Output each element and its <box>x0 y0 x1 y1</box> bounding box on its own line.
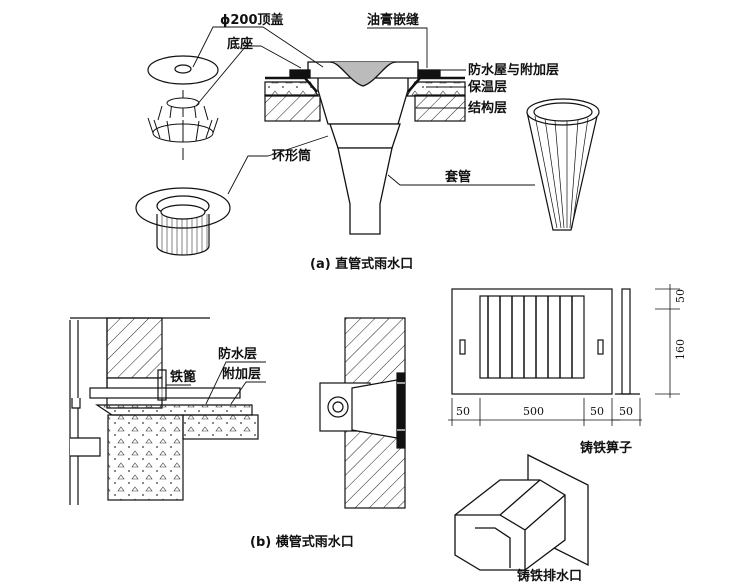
additional-layer-b-label: 附加层 <box>222 366 261 382</box>
grate-dimension-labels: 50 500 50 50 50 160 铸铁箅子 <box>456 289 687 456</box>
waterproof-layer-a-label: 防水屋与附加层 <box>468 62 559 78</box>
caption-a: (a) 直管式雨水口 <box>310 256 413 272</box>
dim-middle: 500 <box>523 405 544 418</box>
dim-height: 160 <box>674 339 687 360</box>
iron-grate-b-label: 铁篦 <box>169 369 196 385</box>
labels-a: ϕ200顶盖 油膏嵌缝 底座 防水屋与附加层 保温层 结构层 环形筒 套管 (a… <box>220 12 559 272</box>
sleeve-label: 套管 <box>444 169 471 185</box>
leaders-b <box>166 361 266 405</box>
cast-iron-outlet-label: 铸铁排水口 <box>517 568 582 584</box>
dim-right: 50 <box>590 405 604 418</box>
outlet-wall-section <box>319 317 406 509</box>
dim-side: 50 <box>619 405 633 418</box>
ring-cylinder-part <box>135 187 231 256</box>
wall-roof-section-b <box>69 317 259 505</box>
cast-iron-outlet-drawing <box>454 453 589 571</box>
base-grate-part <box>147 90 219 160</box>
drain-body-a <box>289 61 441 235</box>
waterproof-layer-b-label: 防水层 <box>218 346 257 362</box>
putty-joint-label: 油膏嵌缝 <box>367 12 419 28</box>
dim-top: 50 <box>674 289 687 303</box>
caption-b: (b) 横管式雨水口 <box>250 534 354 550</box>
insulation-layer-label: 保温层 <box>467 79 507 95</box>
grate-dimensions <box>448 284 680 426</box>
cast-iron-grate-drawing <box>451 288 640 395</box>
leaders-a <box>192 26 535 195</box>
cover-label: ϕ200顶盖 <box>220 12 284 28</box>
sleeve-cone-part <box>526 98 600 231</box>
cast-iron-grate-label: 铸铁箅子 <box>580 440 632 456</box>
roof-section-a <box>264 76 466 122</box>
dim-left: 50 <box>456 405 470 418</box>
cover-part <box>147 55 219 85</box>
ring-cylinder-label: 环形筒 <box>272 148 311 164</box>
structural-layer-label: 结构层 <box>468 100 507 116</box>
labels-b: 铁篦 防水层 附加层 (b) 横管式雨水口 <box>169 346 354 550</box>
base-label: 底座 <box>227 36 253 52</box>
